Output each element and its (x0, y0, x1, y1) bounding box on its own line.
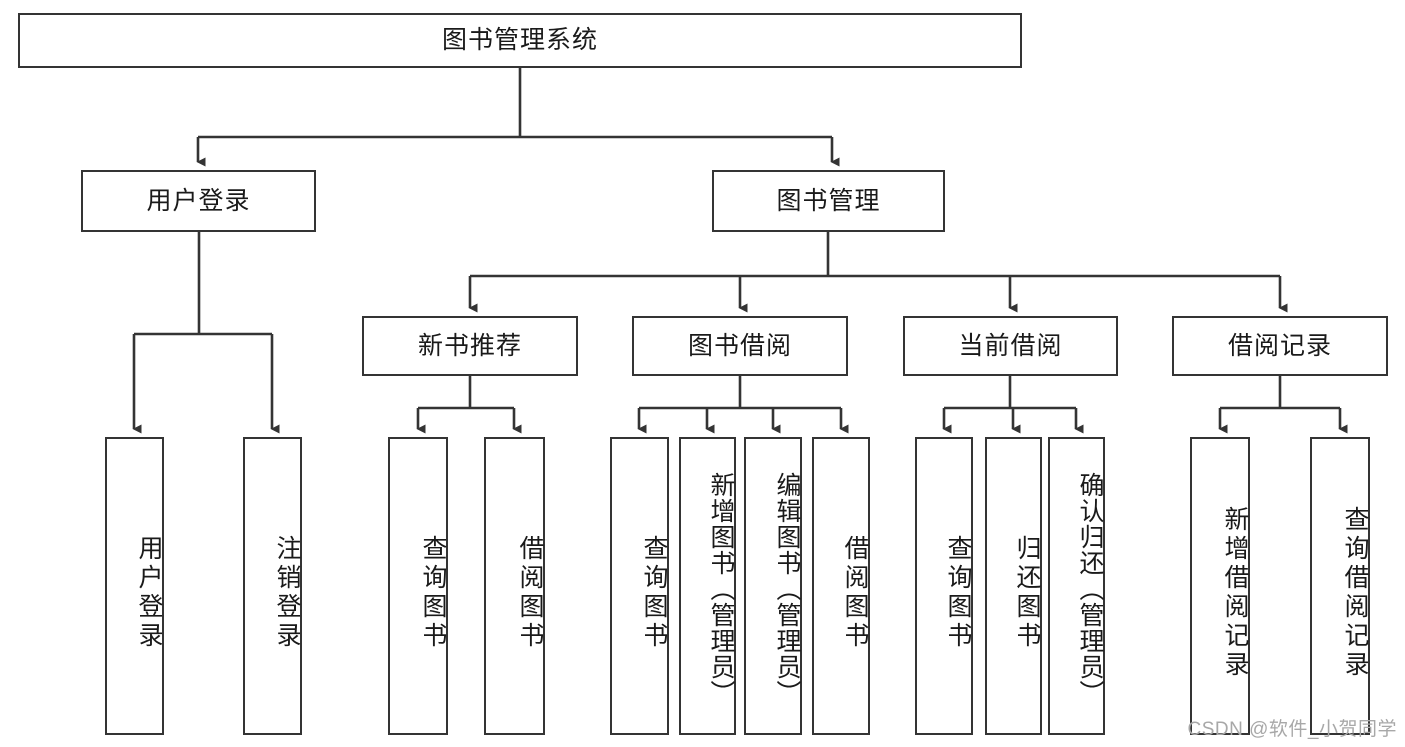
node-leaf-confirm-return-label: 确认归还（管理员） (1076, 472, 1104, 706)
node-root[interactable]: 图书管理系统 (18, 13, 1022, 68)
node-leaf-user-login[interactable]: 用户登录 (105, 437, 164, 735)
node-leaf-query-book-2[interactable]: 查询图书 (610, 437, 669, 735)
node-leaf-user-login-label: 用户登录 (135, 535, 163, 651)
node-leaf-add-book-label: 新增图书（管理员） (707, 472, 735, 706)
node-user-login-label: 用户登录 (146, 186, 251, 215)
node-book-borrow[interactable]: 图书借阅 (632, 316, 848, 376)
node-leaf-logout-label: 注销登录 (273, 535, 301, 651)
watermark-text: CSDN @软件_小贺同学 (1187, 719, 1397, 740)
node-leaf-confirm-return[interactable]: 确认归还（管理员） (1048, 437, 1105, 735)
node-leaf-return-book-label: 归还图书 (1013, 535, 1041, 651)
node-leaf-edit-book-label: 编辑图书（管理员） (773, 472, 801, 706)
node-leaf-query-record[interactable]: 查询借阅记录 (1310, 437, 1370, 735)
node-book-manage-label: 图书管理 (776, 186, 881, 215)
node-new-book-rec[interactable]: 新书推荐 (362, 316, 578, 376)
node-current-borrow-label: 当前借阅 (958, 331, 1063, 360)
node-leaf-edit-book[interactable]: 编辑图书（管理员） (744, 437, 802, 735)
node-leaf-borrow-book-2[interactable]: 借阅图书 (812, 437, 870, 735)
node-leaf-query-book-3-label: 查询图书 (944, 535, 972, 651)
node-book-borrow-label: 图书借阅 (687, 331, 792, 360)
node-leaf-borrow-book-1[interactable]: 借阅图书 (484, 437, 545, 735)
node-borrow-record[interactable]: 借阅记录 (1172, 316, 1388, 376)
node-root-label: 图书管理系统 (441, 26, 598, 55)
node-leaf-add-book[interactable]: 新增图书（管理员） (679, 437, 736, 735)
node-current-borrow[interactable]: 当前借阅 (903, 316, 1118, 376)
node-leaf-add-record-label: 新增借阅记录 (1221, 506, 1249, 680)
node-leaf-borrow-book-1-label: 借阅图书 (516, 535, 544, 651)
node-leaf-query-book-2-label: 查询图书 (640, 535, 668, 651)
node-leaf-add-record[interactable]: 新增借阅记录 (1190, 437, 1250, 735)
node-leaf-query-record-label: 查询借阅记录 (1341, 506, 1369, 680)
node-user-login[interactable]: 用户登录 (81, 170, 316, 232)
node-new-book-rec-label: 新书推荐 (417, 331, 522, 360)
node-borrow-record-label: 借阅记录 (1227, 331, 1332, 360)
node-leaf-logout[interactable]: 注销登录 (243, 437, 302, 735)
node-leaf-borrow-book-2-label: 借阅图书 (841, 535, 869, 651)
node-leaf-query-book-1-label: 查询图书 (419, 535, 447, 651)
node-book-manage[interactable]: 图书管理 (712, 170, 945, 232)
node-leaf-query-book-1[interactable]: 查询图书 (388, 437, 448, 735)
node-leaf-query-book-3[interactable]: 查询图书 (915, 437, 973, 735)
node-leaf-return-book[interactable]: 归还图书 (985, 437, 1042, 735)
